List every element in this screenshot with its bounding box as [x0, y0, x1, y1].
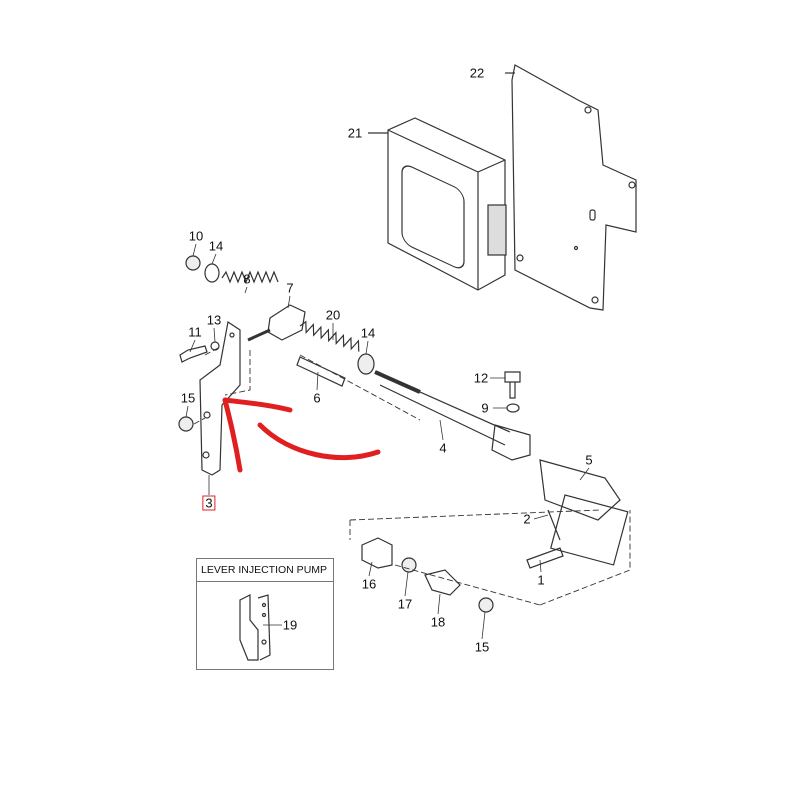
- callout-15: 15: [180, 390, 196, 406]
- callout-9: 9: [481, 400, 489, 416]
- part-14-washer: [204, 263, 220, 283]
- part-19-lever: [239, 594, 271, 661]
- callout-14-right: 14: [360, 325, 376, 341]
- part-3-lever: [199, 320, 241, 476]
- callout-11: 11: [188, 324, 202, 340]
- callout-15-lower: 15: [474, 639, 490, 655]
- part-20-spring: [299, 320, 360, 352]
- callout-8: 8: [243, 271, 251, 287]
- part-13-washer: [210, 341, 220, 351]
- callout-18: 18: [430, 614, 446, 630]
- part-7-block: [267, 304, 306, 341]
- part-14-washer-pair: [357, 353, 375, 375]
- part-4-rod: [374, 371, 531, 461]
- callout-13: 13: [206, 312, 222, 328]
- part-12-bolt: [504, 371, 521, 399]
- part-15-nut: [178, 416, 194, 432]
- highlight-arrow: [222, 397, 381, 473]
- callout-1: 1: [537, 572, 545, 588]
- callout-20: 20: [325, 307, 341, 323]
- callout-6: 6: [313, 390, 321, 406]
- callout-10: 10: [188, 228, 204, 244]
- callout-7: 7: [286, 280, 294, 296]
- inset-box-lever-injection-pump: LEVER INJECTION PUMP: [196, 558, 334, 670]
- callout-4: 4: [439, 440, 447, 456]
- part-1-pin: [526, 547, 564, 569]
- callout-5: 5: [585, 452, 593, 468]
- part-9-washer: [506, 403, 520, 413]
- part-11-bolt: [179, 345, 208, 363]
- part-17-bushing: [401, 557, 417, 573]
- part-5-actuator: [539, 459, 621, 521]
- part-2-cotter-pin: [547, 509, 561, 541]
- part-6-pin: [296, 356, 346, 387]
- part-22-mounting-plate: [511, 64, 637, 311]
- callout-14: 14: [208, 238, 224, 254]
- callout-19: 19: [282, 617, 298, 633]
- part-15-nut-lower: [478, 597, 494, 613]
- callout-16: 16: [361, 576, 377, 592]
- part-10-nut: [185, 255, 201, 271]
- part-18-connector: [424, 569, 461, 596]
- part-21-ecu: [387, 117, 506, 291]
- callout-2: 2: [523, 511, 531, 527]
- callout-3-highlighted: 3: [202, 495, 216, 511]
- callout-17: 17: [397, 596, 413, 612]
- part-8-spring: [221, 270, 279, 284]
- callout-12: 12: [473, 370, 489, 386]
- part-16-bracket: [361, 537, 393, 569]
- callout-22: 22: [469, 65, 485, 81]
- inset-title: LEVER INJECTION PUMP: [197, 559, 333, 582]
- callout-21: 21: [347, 125, 363, 141]
